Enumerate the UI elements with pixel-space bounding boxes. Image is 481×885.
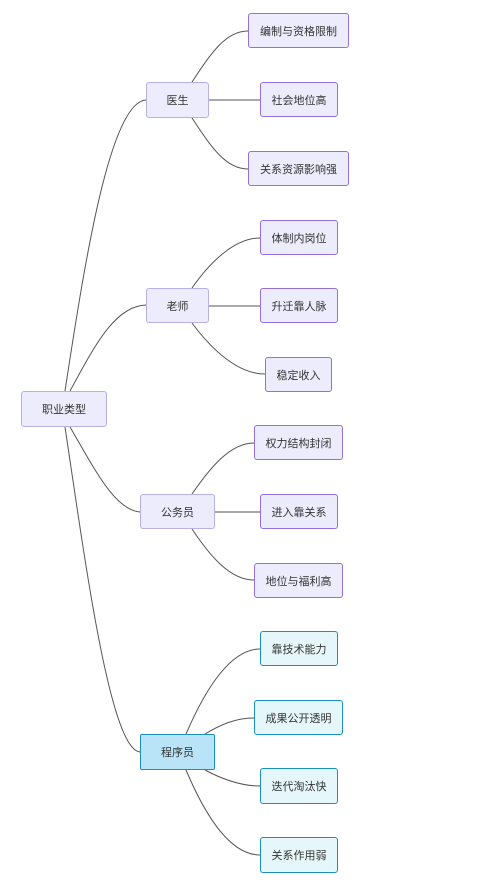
connector-edge (191, 117, 249, 170)
leaf-node[interactable]: 权力结构封闭 (254, 425, 343, 460)
connector-edge (64, 99, 147, 392)
leaf-node[interactable]: 成果公开透明 (254, 700, 343, 735)
leaf-node[interactable]: 进入靠关系 (260, 494, 338, 529)
connector-edge (69, 304, 147, 392)
leaf-node[interactable]: 社会地位高 (260, 82, 338, 117)
root-label: 职业类型 (42, 403, 86, 416)
leaf-label: 体制内岗位 (271, 231, 327, 245)
connector-edge (69, 426, 141, 513)
branch-label: 医生 (166, 94, 189, 107)
leaf-node[interactable]: 升迁靠人脉 (260, 288, 338, 323)
connector-edge (64, 426, 141, 753)
connector-edge (204, 717, 255, 735)
leaf-label: 稳定收入 (276, 368, 321, 382)
leaf-label: 地位与福利高 (265, 574, 332, 588)
connector-edge (191, 442, 255, 495)
branch-label: 程序员 (161, 746, 194, 759)
leaf-label: 成果公开透明 (265, 711, 332, 725)
branch-label: 公务员 (161, 505, 194, 519)
leaf-label: 关系资源影响强 (260, 162, 337, 176)
branch-node-teacher[interactable]: 老师 (146, 288, 209, 323)
leaf-node[interactable]: 迭代淘汰快 (260, 768, 338, 804)
branch-node-civil-servant[interactable]: 公务员 (140, 494, 215, 529)
leaf-node[interactable]: 靠技术能力 (260, 631, 338, 666)
leaf-label: 关系作用弱 (271, 849, 327, 862)
leaf-node[interactable]: 地位与福利高 (254, 563, 343, 598)
leaf-node[interactable]: 关系资源影响强 (248, 151, 349, 186)
connector-edge (185, 769, 261, 856)
leaf-label: 社会地位高 (271, 93, 327, 107)
leaf-label: 靠技术能力 (271, 642, 327, 656)
connector-edge (185, 648, 261, 735)
leaf-label: 迭代淘汰快 (271, 780, 327, 793)
leaf-node[interactable]: 编制与资格限制 (248, 13, 349, 48)
connector-edge (204, 769, 261, 787)
connector-edge (191, 237, 261, 289)
leaf-node[interactable]: 关系作用弱 (260, 837, 338, 873)
leaf-node[interactable]: 体制内岗位 (260, 220, 338, 255)
root-node[interactable]: 职业类型 (21, 391, 107, 427)
connector-edge (191, 528, 255, 581)
leaf-label: 权力结构封闭 (265, 436, 332, 450)
leaf-label: 编制与资格限制 (260, 24, 337, 38)
branch-node-programmer[interactable]: 程序员 (140, 734, 215, 770)
leaf-label: 进入靠关系 (271, 505, 327, 519)
branch-label: 老师 (166, 299, 189, 313)
branch-node-doctor[interactable]: 医生 (146, 82, 209, 118)
leaf-label: 升迁靠人脉 (271, 299, 327, 313)
leaf-node[interactable]: 稳定收入 (265, 357, 332, 392)
connector-edge (191, 322, 266, 375)
connector-edge (191, 30, 249, 83)
